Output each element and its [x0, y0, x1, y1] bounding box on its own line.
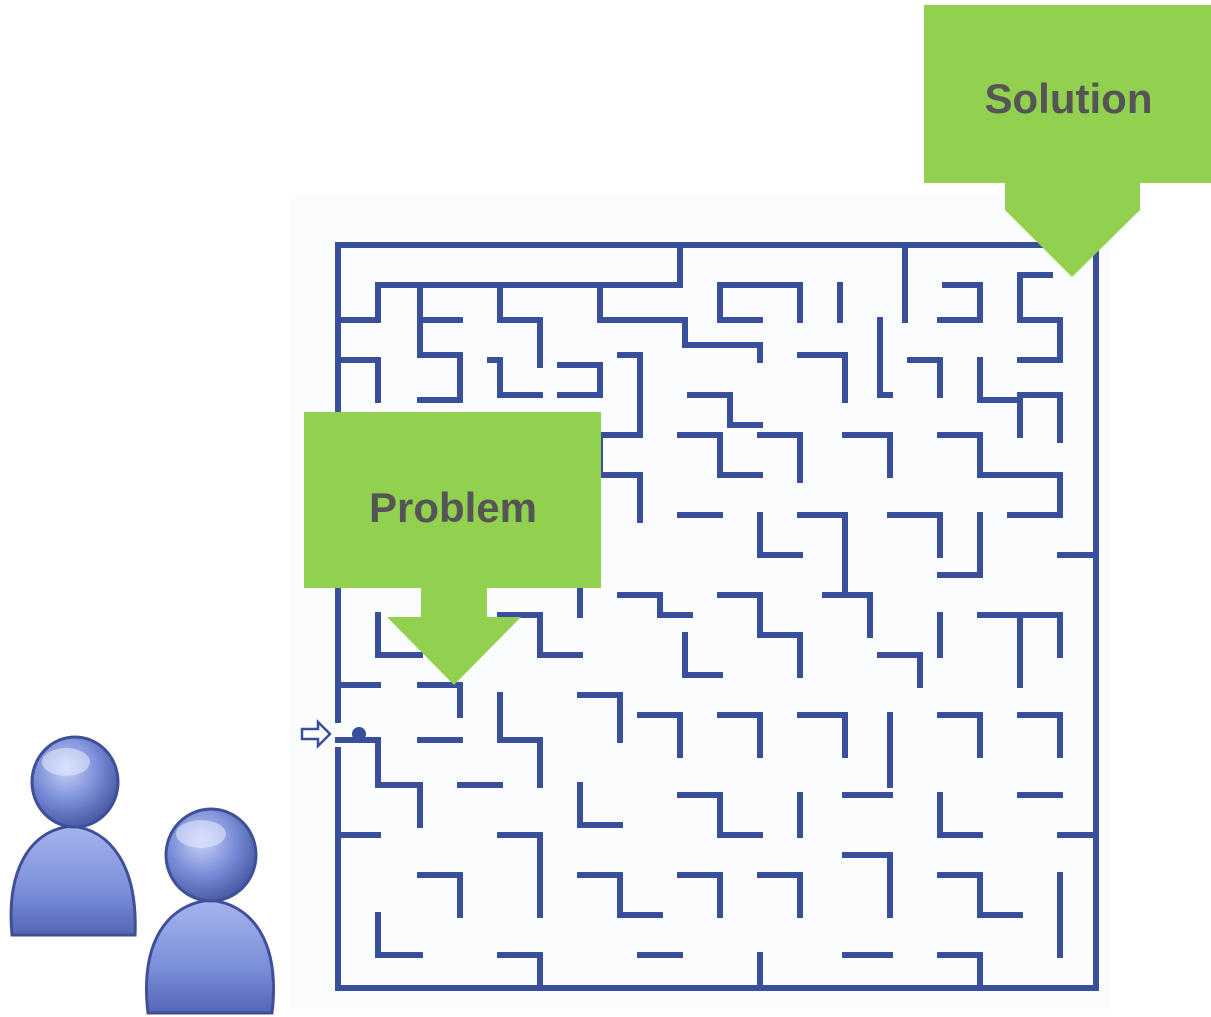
- callout-arrow-shape: [304, 412, 601, 685]
- solution-label: Solution: [984, 75, 1153, 122]
- maze-walls: [300, 242, 1099, 991]
- problem-callout: Problem: [304, 412, 602, 690]
- solution-callout: Solution: [924, 5, 1211, 280]
- two-users-icon: [0, 730, 290, 1017]
- user-icon-front: [145, 807, 275, 1015]
- start-dot-icon: [352, 727, 366, 741]
- problem-label: Problem: [368, 484, 538, 531]
- user-icon-back: [9, 735, 137, 937]
- callout-arrow-shape: [924, 5, 1211, 277]
- right-arrow-outline-icon: [300, 718, 332, 750]
